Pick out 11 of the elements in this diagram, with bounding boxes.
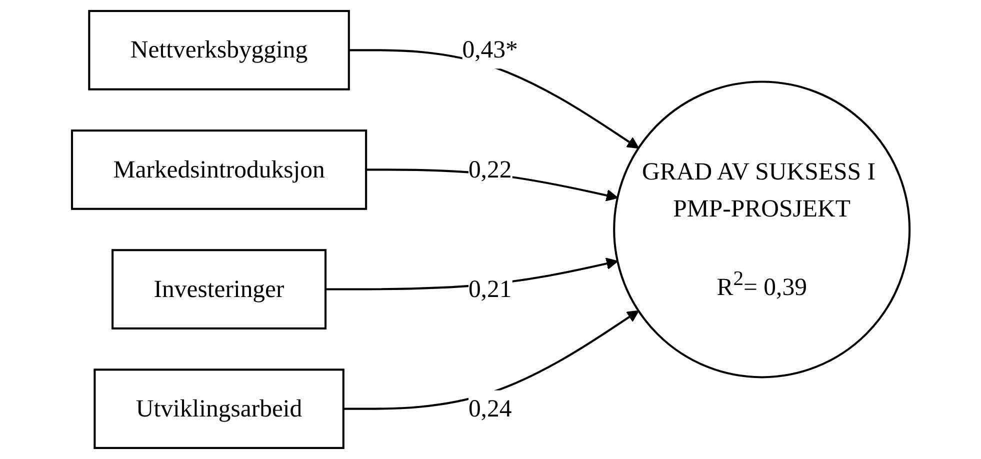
edge-label: 0,21: [468, 274, 512, 302]
arrow: [348, 49, 639, 149]
edge-label: 0,22: [468, 155, 512, 183]
node-box: Investeringer: [111, 249, 326, 330]
arrow: [343, 310, 639, 410]
node-box: Markedsintroduksjon: [70, 130, 367, 210]
edge-label: 0,43*: [462, 36, 518, 64]
node-box: Utviklingsarbeid: [93, 368, 344, 450]
edge-label: 0,24: [468, 394, 512, 422]
node-circle: GRAD AV SUKSESS I PMP-PROSJEKT R$^{2}$= 0,39: [612, 80, 910, 378]
node-box: Nettverksbygging: [88, 10, 350, 90]
